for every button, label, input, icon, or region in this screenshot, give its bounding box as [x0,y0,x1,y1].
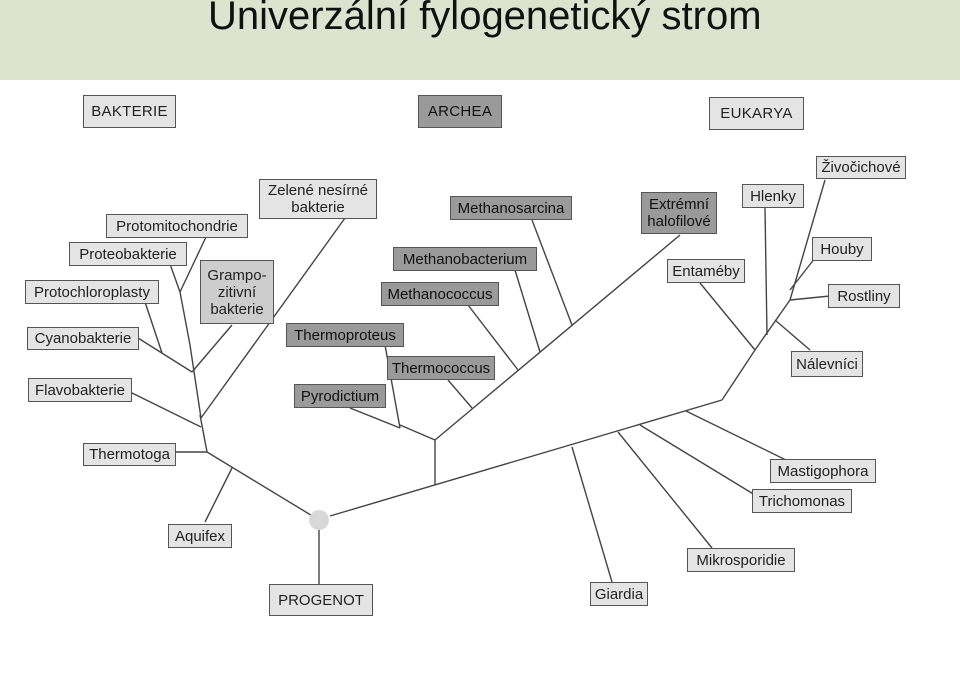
branch-bacteria-trunk [206,451,320,521]
domain-bacteria: BAKTERIE [83,95,176,128]
branch-flavobakterie [129,391,202,428]
domain-eukarya: EUKARYA [709,97,804,130]
page-title: Univerzální fylogenetický strom [208,0,762,38]
root-progenot: PROGENOT [269,584,373,616]
branch-zivocichove [789,179,826,301]
node-grampozitivni-bakterie: Grampo- zitivní bakterie [200,260,274,324]
node-cyanobakterie: Cyanobakterie [27,327,139,350]
node-proteobakterie: Proteobakterie [69,242,187,266]
branch-cyanobakterie [137,337,193,373]
node-entameby: Entaméby [667,259,745,283]
branch-grampozitivni [191,324,233,373]
node-hlenky: Hlenky [742,184,804,208]
branch-pyrodictium [349,407,401,429]
branch-giardia [571,446,613,583]
node-zivocichove: Živočichové [816,156,906,179]
node-thermococcus: Thermococcus [387,356,495,380]
branch-methanococcus [467,304,519,371]
node-flavobakterie: Flavobakterie [28,378,132,402]
branch-hlenky [764,207,768,336]
node-pyrodictium: Pyrodictium [294,384,386,408]
node-houby: Houby [812,237,872,261]
branch-trichomonas [639,424,756,496]
node-mikrosporidie: Mikrosporidie [687,548,795,572]
branch-mastigophora [685,410,791,463]
branch-aquifex [204,467,233,523]
node-methanobacterium: Methanobacterium [393,247,537,271]
title-bar: Univerzální fylogenetický strom [0,0,960,80]
node-trichomonas: Trichomonas [752,489,852,513]
branch-eukarya-stem [721,349,756,401]
branch-bacteria-inner [189,344,202,419]
branch-proteobakterie [169,263,181,293]
branch-main-trunk [329,399,723,517]
branch-bacteria-upper [199,414,208,453]
node-extremni-halofilove: Extrémní halofilové [641,192,717,234]
root-node-dot [309,510,329,530]
branch-nalevnici [774,319,811,351]
domain-archaea: ARCHEA [418,95,502,128]
branch-mikrosporidie [617,431,713,549]
branch-thermococcus [447,379,473,409]
node-mastigophora: Mastigophora [770,459,876,483]
node-rostliny: Rostliny [828,284,900,308]
branch-methanobacterium [514,269,541,353]
branch-archaea-split [399,424,436,441]
node-giardia: Giardia [590,582,648,606]
branch-eukarya-up [754,299,791,351]
node-protochloroplasty: Protochloroplasty [25,280,159,304]
branch-methanosarcina [531,219,573,326]
node-thermotoga: Thermotoga [83,443,176,466]
branch-proteo-stem [179,291,191,346]
branch-entameby [699,282,756,351]
node-aquifex: Aquifex [168,524,232,548]
branch-archaea-right [434,234,681,441]
node-zelene-nesirne-bakterie: Zelené nesírné bakterie [259,179,377,219]
branch-rostliny [789,295,831,301]
node-nalevnici: Nálevníci [791,351,863,377]
node-methanococcus: Methanococcus [381,282,499,306]
node-protomitochondrie: Protomitochondrie [106,214,248,238]
node-methanosarcina: Methanosarcina [450,196,572,220]
branch-protomitochondrie [179,236,207,293]
branch-protochloroplasty [144,301,163,354]
node-thermoproteus: Thermoproteus [286,323,404,347]
